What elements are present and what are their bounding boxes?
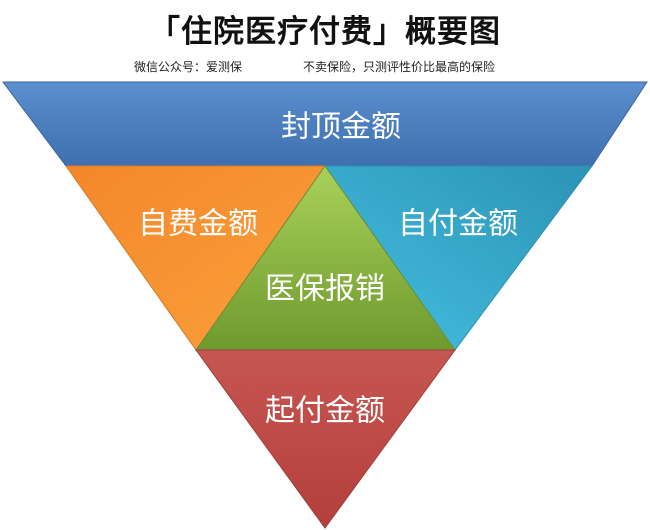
label-top-cap: 封顶金额 <box>281 110 401 145</box>
subtitle-slogan: 不卖保险，只测评性价比最高的保险 <box>303 60 496 74</box>
label-deductible: 起付金额 <box>265 394 385 429</box>
segment-bottom-deductible <box>195 349 456 529</box>
label-self-pay: 自费金额 <box>138 207 258 242</box>
page-title: 「住院医疗付费」概要图 <box>149 14 501 50</box>
label-copay: 自付金额 <box>398 207 518 242</box>
subtitle-wechat-account: 微信公众号：爱测保 <box>134 60 243 74</box>
label-insurance: 医保报销 <box>265 272 385 307</box>
